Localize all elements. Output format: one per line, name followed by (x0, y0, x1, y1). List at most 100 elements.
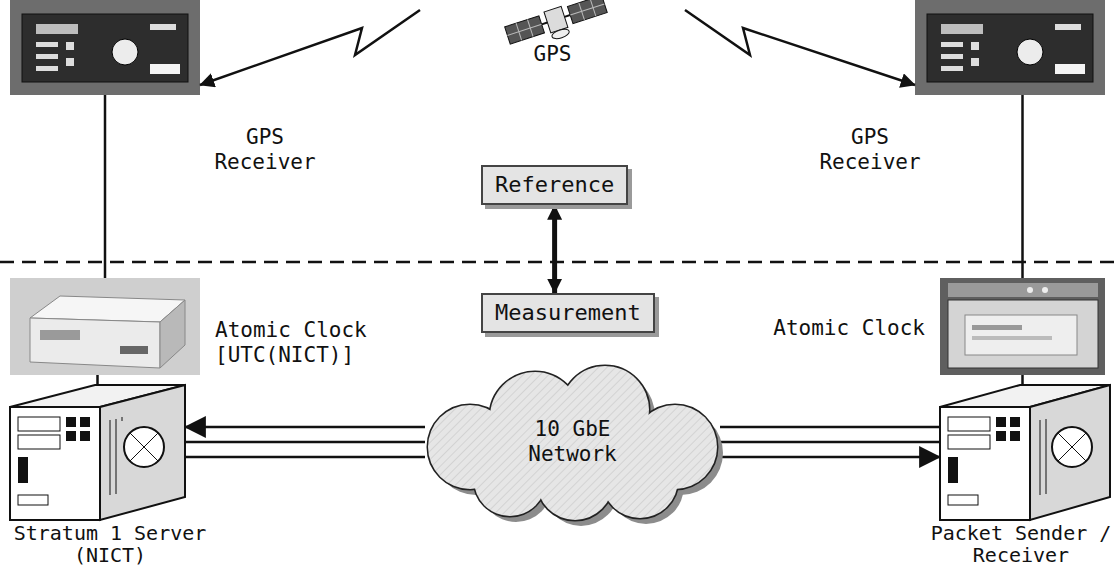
server-illustration-part (948, 417, 990, 431)
connector-line (720, 456, 940, 459)
server-illustration-part (1058, 433, 1086, 461)
server-illustration-part (10, 407, 100, 520)
gps-receiver-photo-part (941, 24, 983, 34)
server-illustration-part (18, 435, 60, 449)
server-illustration-part (1052, 427, 1092, 467)
atomic-clock-photo-part (940, 278, 1105, 375)
server-illustration (940, 385, 1110, 520)
gps-receiver-photo-part (927, 14, 1093, 82)
satellite-icon-part (542, 22, 548, 24)
server-illustration-part (66, 417, 76, 427)
server-illustration-part (18, 417, 60, 431)
node-label: Packet Sender / Receiver (928, 522, 1114, 566)
network-cloud: 10 GbE Network (425, 362, 720, 522)
atomic-clock-photo-part (10, 278, 200, 375)
connector-line (685, 10, 915, 85)
gps-receiver: GPS Receiver (10, 0, 200, 95)
server-illustration-part (1030, 385, 1110, 520)
gps-receiver-photo-part (971, 58, 979, 66)
server-illustration-part (1010, 431, 1020, 441)
cloud-fill (428, 366, 717, 520)
server-illustration-part (948, 457, 958, 483)
connector-line (185, 441, 425, 444)
node-label: Reference (495, 172, 614, 198)
server-illustration-part (80, 431, 90, 441)
gps-receiver-photo-part (915, 0, 1105, 95)
connector-line (200, 10, 420, 85)
gps-receiver-photo-part (66, 58, 74, 66)
atomic-clock-photo-part (120, 346, 148, 354)
atomic-clock-photo (10, 278, 200, 375)
gps-receiver-photo (10, 0, 200, 95)
server-illustration-part (122, 417, 123, 421)
satellite-icon-part (567, 0, 607, 24)
connector-line (720, 441, 940, 444)
connector-line (552, 205, 557, 293)
gps-receiver-photo-part (1017, 39, 1043, 65)
server-illustration-part (948, 495, 978, 505)
connector (97, 375, 98, 385)
server-illustration-part (130, 433, 158, 461)
gps-receiver-photo-part (941, 42, 963, 47)
server-illustration (10, 385, 185, 520)
gps-receiver-photo-part (150, 24, 176, 30)
atomic-clock-photo-part (40, 330, 80, 340)
server-illustration-part (18, 457, 28, 483)
atomic-clock-photo-part (948, 300, 1098, 368)
server-illustration-part (110, 420, 111, 495)
gps-receiver-photo-part (66, 42, 74, 50)
connector-line (185, 426, 425, 429)
satellite-icon-part (565, 15, 571, 17)
atomic-clock-photo-part (1027, 287, 1033, 293)
connector (554, 205, 555, 293)
connector-line (185, 456, 425, 459)
atomic-clock: Atomic Clock (940, 278, 1105, 375)
server-illustration-part (940, 407, 1030, 520)
server-illustration-part (130, 433, 158, 461)
server-illustration-part (1040, 420, 1041, 495)
gps-receiver-photo-part (971, 42, 979, 50)
node-label: GPS (420, 42, 685, 67)
server-illustration-part (100, 385, 185, 520)
server-illustration-part (1046, 419, 1047, 494)
server-illustration-part (996, 417, 1006, 427)
connector (1022, 375, 1023, 385)
gps-receiver-photo-part (10, 0, 200, 95)
atomic-clock-photo-part (972, 336, 1052, 340)
atomic-clock-photo-part (30, 318, 160, 368)
node-label: Measurement (495, 300, 641, 326)
connector-line (1021, 375, 1024, 385)
atomic-clock-photo (940, 278, 1105, 375)
server-illustration-part (996, 431, 1006, 441)
connector (685, 10, 915, 85)
node-label: Atomic Clock (765, 316, 925, 341)
server-illustration-part (80, 417, 90, 427)
connector-line (720, 426, 940, 429)
server: Packet Sender / Receiver (940, 385, 1110, 520)
gps-receiver-photo-part (22, 14, 188, 82)
connector (200, 10, 420, 85)
gps-receiver-photo-part (1055, 64, 1085, 74)
satellite-icon-part (507, 24, 541, 35)
connector (105, 95, 106, 278)
gps-receiver-photo-part (150, 64, 180, 74)
gps-receiver-photo-part (36, 66, 58, 71)
gps-receiver-photo (915, 0, 1105, 95)
atomic-clock-photo-part (1042, 287, 1048, 293)
cloud-outline (428, 366, 717, 520)
gps-receiver-photo-part (36, 24, 78, 34)
server-illustration-part (1010, 417, 1020, 427)
gps-receiver-photo-part (941, 54, 963, 59)
node-label: 10 GbE Network (518, 417, 628, 467)
gps-receiver-photo-part (941, 66, 963, 71)
atomic-clock-photo-part (972, 325, 1022, 330)
separator-line (0, 261, 1120, 264)
node-label: Atomic Clock [UTC(NICT)] (215, 318, 375, 368)
node-label: GPS Receiver (210, 125, 320, 175)
satellite-icon-part (505, 16, 545, 44)
server: Stratum 1 Server (NICT) (10, 385, 185, 520)
satellite-icon-part (570, 4, 604, 15)
connector-line (96, 375, 99, 385)
atomic-clock: Atomic Clock [UTC(NICT)] (10, 278, 200, 375)
